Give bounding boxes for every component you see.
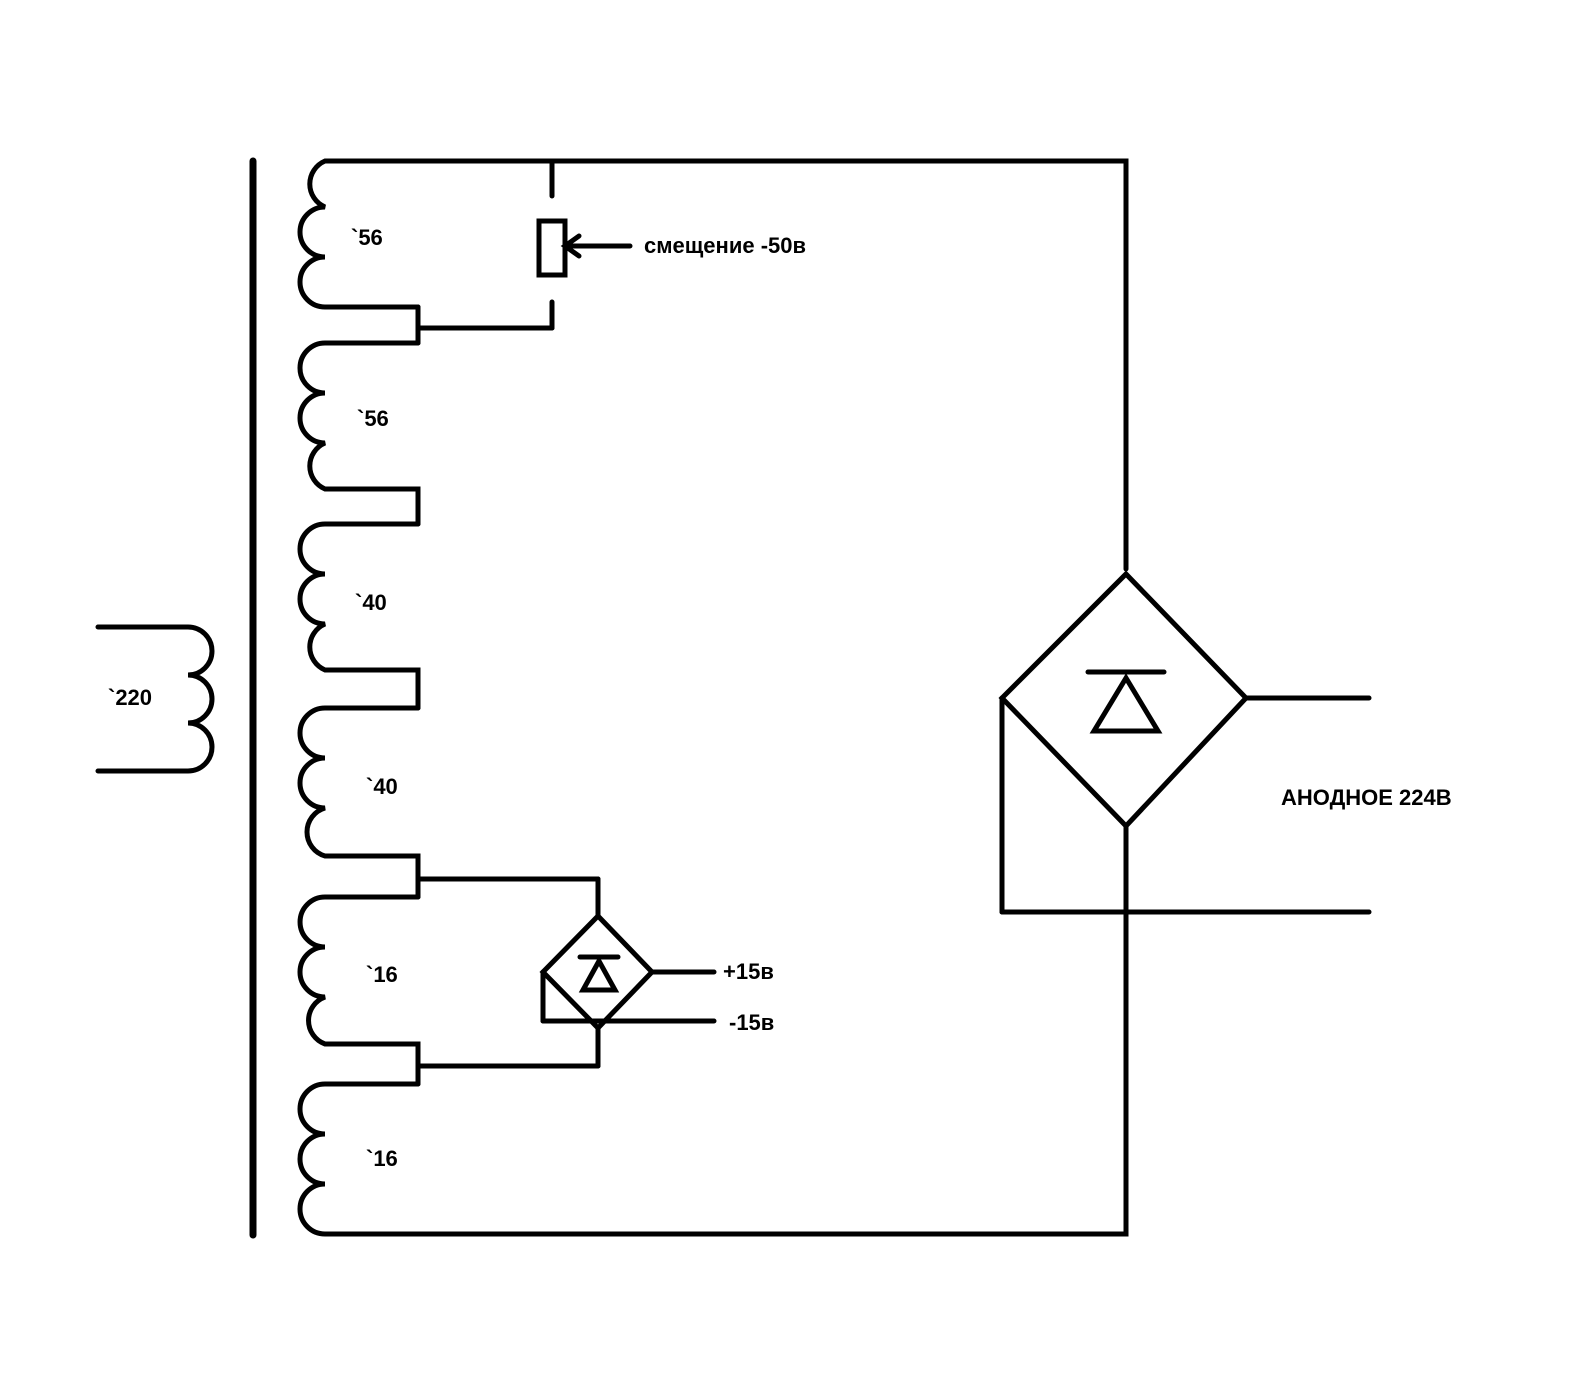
winding-40-label-2: `40 [366, 774, 398, 799]
minus-15-label: -15в [729, 1010, 774, 1035]
winding-16-label-2: `16 [366, 1146, 398, 1171]
secondary-winding-56-a [297, 158, 1129, 572]
secondary-winding-56-b [297, 340, 421, 527]
secondary-winding-16-b [297, 823, 1129, 1237]
bias-label: смещение -50в [644, 233, 806, 258]
secondary-winding-40-a [297, 521, 421, 711]
potentiometer-icon [415, 158, 633, 331]
secondary-winding-40-b [297, 705, 421, 900]
diode-bridge-icon [415, 876, 717, 1069]
secondary-winding-16-a [297, 894, 421, 1087]
winding-16-label-1: `16 [366, 962, 398, 987]
winding-56-label-1: `56 [351, 225, 383, 250]
anode-voltage-label: АНОДНОЕ 224В [1281, 785, 1452, 810]
winding-56-label-2: `56 [357, 406, 389, 431]
primary-winding [95, 624, 215, 774]
plus-15-label: +15в [723, 959, 774, 984]
diode-bridge-icon-large [998, 570, 1372, 915]
primary-voltage-label: `220 [108, 685, 152, 710]
winding-40-label-1: `40 [355, 590, 387, 615]
